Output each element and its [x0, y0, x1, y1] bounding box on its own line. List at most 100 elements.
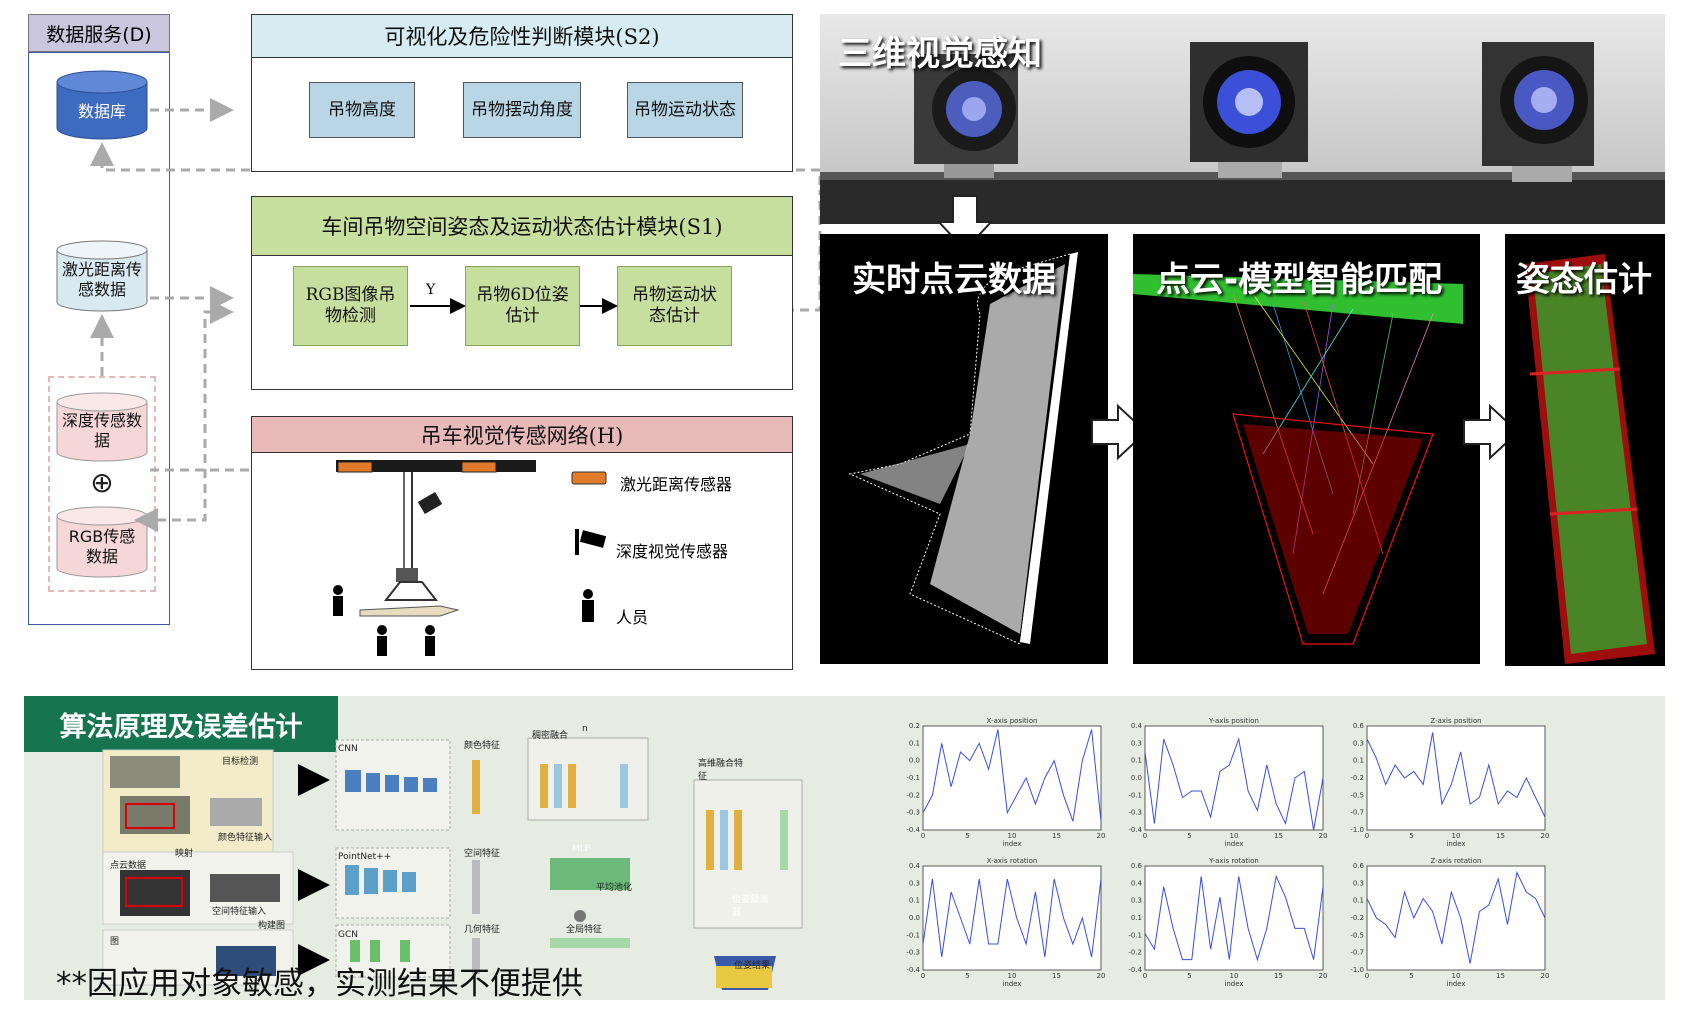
plot-ytick: -0.4 — [906, 966, 920, 974]
label-pose-predictor: 位姿预测器 — [732, 895, 769, 918]
node-motion-state[interactable]: 吊物运动状态 — [627, 82, 743, 138]
plot-xlabel: index — [1446, 840, 1465, 848]
algorithm-diagram — [102, 737, 803, 990]
laser-data-cylinder[interactable]: 激光距离传感数据 — [56, 240, 148, 312]
plot-title: Y-axis position — [1208, 717, 1259, 725]
plot-xtick: 20 — [1097, 832, 1106, 840]
laser-data-label: 激光距离传感数据 — [62, 260, 143, 299]
node-swing-angle[interactable]: 吊物摆动角度 — [463, 82, 581, 138]
rgb-data-cylinder[interactable]: RGB传感数据 — [56, 506, 148, 578]
legend-laser-sensor: 激光距离传感器 — [620, 475, 733, 494]
plot-ytick: 0.0 — [1131, 774, 1142, 782]
plot-xtick: 15 — [1052, 832, 1061, 840]
node-6d-pose[interactable]: 吊物6D位姿估计 — [465, 266, 580, 346]
module-h-title: 吊车视觉传感网络(H) — [252, 417, 792, 453]
algorithm-note: **因应用对象敏感，实测结果不便提供 — [56, 966, 583, 1002]
right-arrow-icon — [1091, 403, 1148, 461]
plot-ytick: 0.3 — [1353, 739, 1364, 747]
plot-frame — [922, 865, 1102, 971]
module-s2-title: 可视化及危险性判断模块(S2) — [252, 15, 792, 58]
plot-ytick: 0.1 — [1353, 897, 1364, 905]
plot-xtick: 5 — [1409, 972, 1413, 980]
label-avg-pool: 平均池化 — [596, 883, 633, 893]
plot-ytick: 0.1 — [909, 897, 920, 905]
label-mlp: MLP — [572, 844, 591, 854]
module-h-panel: 吊车视觉传感网络(H) — [251, 416, 793, 670]
pointcloud-title: 实时点云数据 — [852, 260, 1056, 300]
matching-panel — [1133, 234, 1480, 664]
depth-data-label: 深度传感数据 — [62, 411, 143, 450]
plot-series-line — [1366, 870, 1546, 964]
plot-ytick: -0.2 — [1350, 914, 1364, 922]
label-color-feat: 颜色特征 — [464, 741, 501, 751]
plot-xtick: 15 — [1274, 832, 1283, 840]
plot-frame — [1366, 865, 1546, 971]
plot-series-line — [1144, 874, 1324, 962]
plot-xtick: 10 — [1452, 832, 1461, 840]
plot-ytick: -0.1 — [906, 774, 920, 782]
plot-3: Z-axis positionindex-1.0-0.7-0.5-0.20.10… — [1350, 717, 1549, 848]
plot-ytick: -0.4 — [1128, 826, 1142, 834]
plot-xtick: 0 — [1143, 832, 1147, 840]
plot-ytick: -0.5 — [1350, 791, 1364, 799]
label-spatial-input: 空间特征输入 — [212, 907, 267, 917]
right-arrow-icon-2 — [1463, 403, 1520, 461]
pose-panel — [1505, 234, 1665, 666]
label-high-fusion: 高维融合特征 — [698, 759, 744, 782]
plot-ytick: 0.3 — [1131, 739, 1142, 747]
node-motion-estimate[interactable]: 吊物运动状态估计 — [617, 266, 732, 346]
plot-xtick: 10 — [1230, 972, 1239, 980]
depth-data-cylinder[interactable]: 深度传感数据 — [56, 392, 148, 462]
plot-xtick: 0 — [921, 972, 925, 980]
data-service-title: 数据服务(D) — [28, 14, 170, 52]
plot-xtick: 15 — [1496, 832, 1505, 840]
node-rgb-detection[interactable]: RGB图像吊物检测 — [293, 266, 408, 346]
plot-xtick: 10 — [1452, 972, 1461, 980]
plot-ytick: -0.1 — [906, 931, 920, 939]
database-cylinder[interactable]: 数据库 — [56, 70, 148, 140]
camera-photo — [820, 14, 1665, 224]
plot-ytick: -0.3 — [1128, 809, 1142, 817]
plot-frame — [1144, 725, 1324, 831]
plot-xtick: 20 — [1541, 972, 1550, 980]
plot-series-line — [922, 729, 1102, 822]
plot-xtick: 20 — [1541, 832, 1550, 840]
node-hoist-height[interactable]: 吊物高度 — [309, 82, 415, 138]
legend-depth-sensor: 深度视觉传感器 — [616, 542, 729, 561]
plot-ytick: 0.1 — [909, 739, 920, 747]
plot-title: X-axis position — [987, 717, 1038, 725]
plot-ytick: -0.4 — [1128, 966, 1142, 974]
plot-ytick: -0.3 — [906, 809, 920, 817]
plot-ytick: 0.2 — [909, 722, 920, 730]
plot-title: X-axis rotation — [987, 857, 1038, 865]
plus-icon: ⊕ — [90, 466, 114, 499]
s1-arrows — [410, 298, 618, 314]
label-pointcloud-data: 点云数据 — [110, 861, 147, 871]
plot-ytick: -0.2 — [906, 791, 920, 799]
database-label: 数据库 — [77, 102, 126, 121]
plot-xtick: 20 — [1319, 832, 1328, 840]
plot-ytick: -0.2 — [1128, 949, 1142, 957]
plot-ytick: -0.3 — [906, 949, 920, 957]
plot-ytick: 0.0 — [909, 914, 920, 922]
plot-ytick: 0.6 — [1353, 722, 1365, 730]
plot-ytick: -0.2 — [1350, 774, 1364, 782]
label-global-feat: 全局特征 — [566, 925, 603, 935]
plot-xtick: 10 — [1008, 972, 1017, 980]
plot-xlabel: index — [1446, 980, 1465, 988]
plot-ytick: 0.3 — [1353, 879, 1364, 887]
plot-xtick: 5 — [965, 972, 969, 980]
plot-xtick: 15 — [1274, 972, 1283, 980]
laser-sensor-icon — [571, 471, 607, 485]
plot-series-line — [1366, 732, 1546, 818]
person-icon — [582, 589, 594, 622]
plot-xlabel: index — [1224, 980, 1243, 988]
plot-xtick: 5 — [1187, 832, 1191, 840]
legend-person: 人员 — [616, 608, 649, 627]
plot-title: Y-axis rotation — [1208, 857, 1259, 865]
depth-camera-icon — [575, 529, 607, 555]
label-target-detect: 目标检测 — [222, 757, 259, 767]
plot-xtick: 10 — [1230, 832, 1239, 840]
label-color-input: 颜色特征输入 — [218, 833, 273, 843]
s1-arrow-label: Y — [426, 282, 436, 298]
